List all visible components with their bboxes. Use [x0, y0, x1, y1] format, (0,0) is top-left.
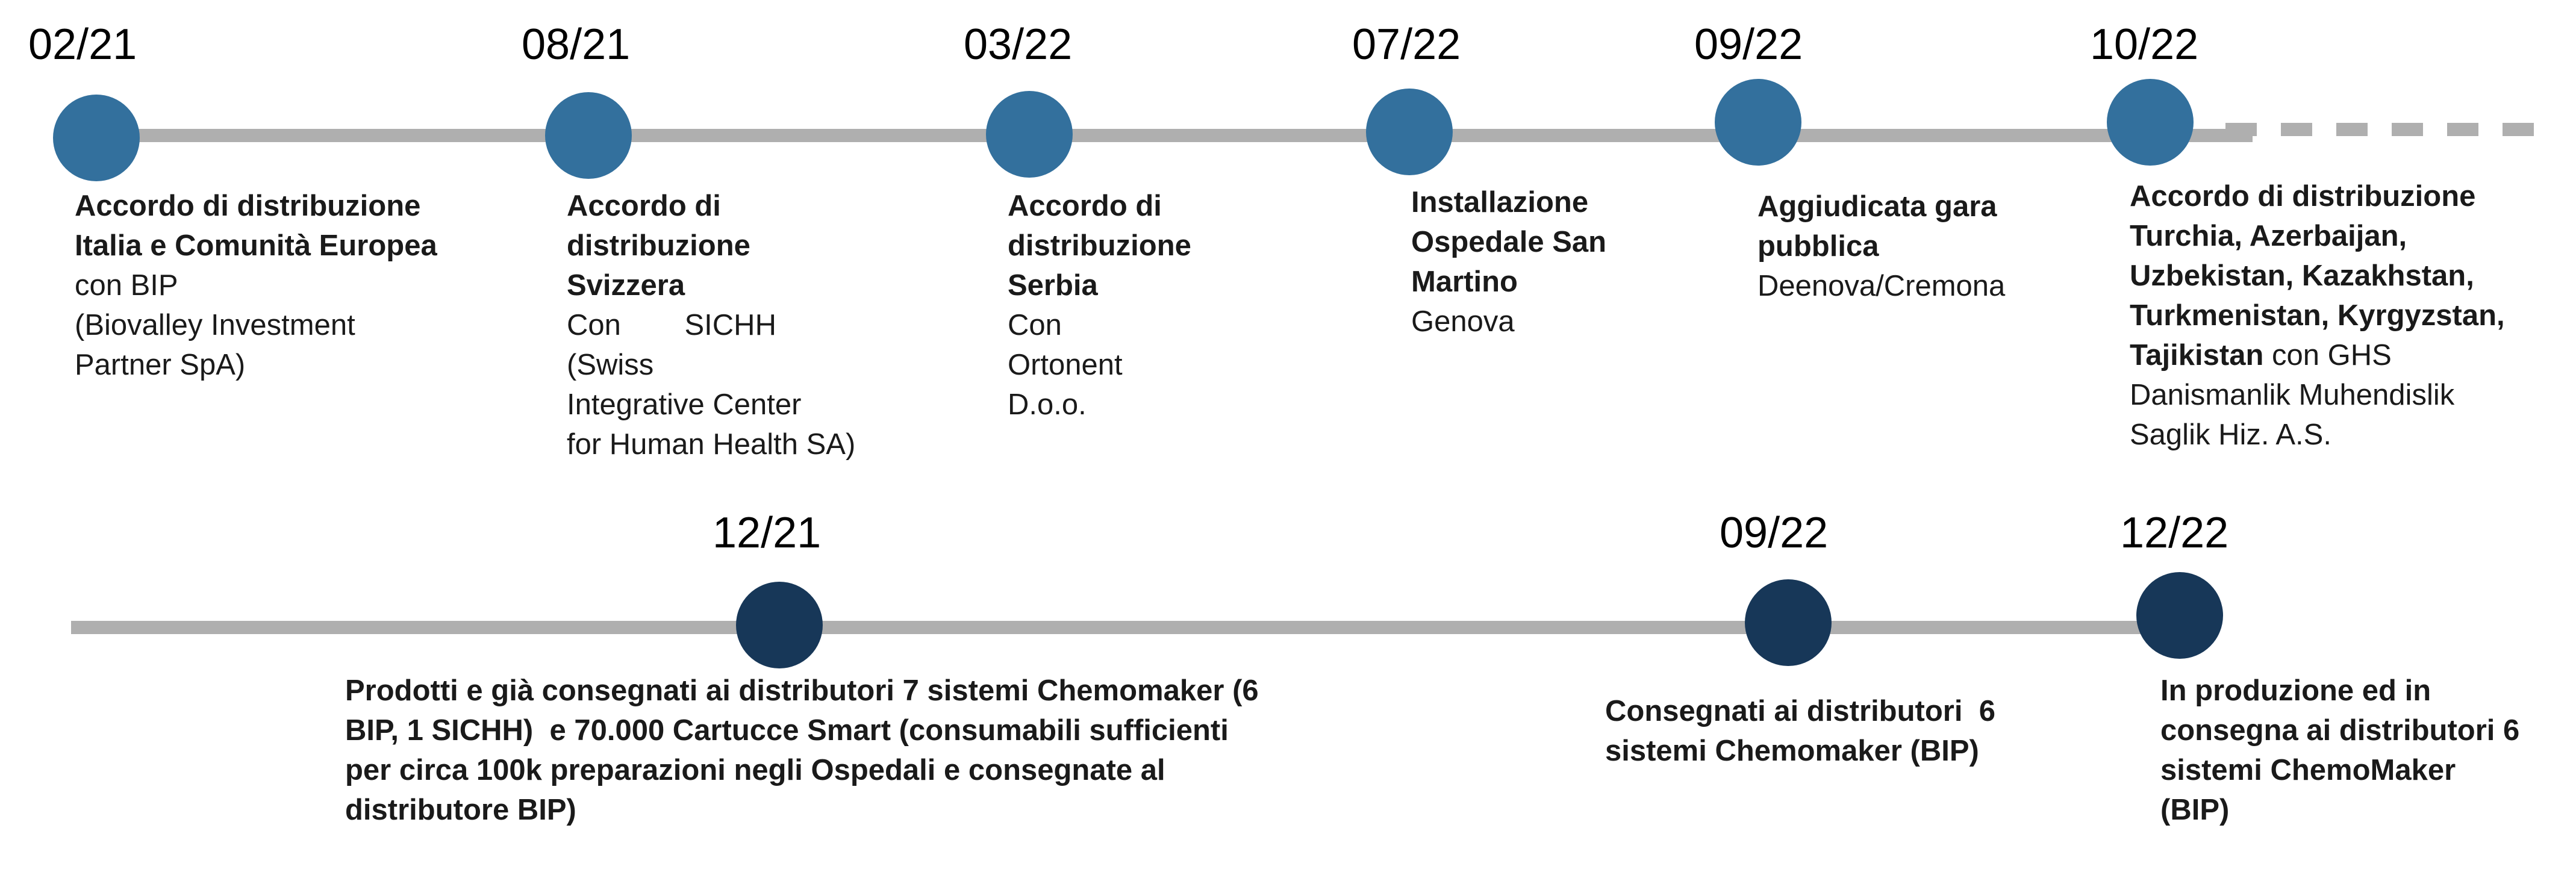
milestone-text: Partner SpA) [75, 349, 246, 381]
milestone-date: 03/22 [964, 20, 1073, 69]
milestone-title: Accordo di [567, 190, 721, 222]
milestone-title: distribuzione [567, 229, 750, 262]
timeline-top-dash [2447, 123, 2478, 136]
milestone-title: Consegnati ai distributori 6 [1605, 695, 1995, 727]
milestone-title: distribuzione [1008, 229, 1191, 262]
milestone-title: sistemi ChemoMaker [2160, 754, 2456, 786]
milestone-text: Deenova/Cremona [1757, 270, 2006, 302]
milestone-title: Serbia [1008, 269, 1098, 302]
milestone-date: 09/22 [1694, 20, 1803, 69]
milestone-title: Italia e Comunità Europea [75, 229, 437, 262]
milestone-title: pubblica [1757, 230, 1879, 263]
milestone-title-line: Tajikistan con GHS [2130, 335, 2551, 375]
milestone-title: Svizzera [567, 269, 685, 302]
milestone-description: Prodotti e già consegnati ai distributor… [345, 671, 1369, 830]
milestone-title: Turchia, Azerbaijan, [2130, 220, 2407, 252]
milestone-date: 12/22 [2120, 509, 2229, 557]
milestone-title: Turkmenistan, Kyrgyzstan, [2130, 299, 2505, 332]
milestone-title: per circa 100k preparazioni negli Ospeda… [345, 754, 1165, 786]
milestone-title: Martino [1411, 266, 1518, 298]
milestone-title: Accordo di [1008, 190, 1162, 222]
milestone-title: Tajikistan [2130, 339, 2264, 372]
timeline-top-dash [2225, 123, 2257, 136]
milestone-title: Accordo di distribuzione [2130, 180, 2476, 213]
milestone-title: (BIP) [2160, 794, 2230, 826]
milestone-marker [1745, 579, 1832, 666]
milestone-text: Integrative Center [567, 388, 802, 421]
timeline-top-dash [2392, 123, 2423, 136]
milestone-date: 09/22 [1720, 509, 1829, 557]
milestone-description: Installazione Ospedale San Martino Genov… [1411, 182, 1640, 341]
milestone-title: Uzbekistan, Kazakhstan, [2130, 260, 2474, 292]
milestone-description: Accordo di distribuzione Serbia Con Orto… [1008, 186, 1339, 425]
milestone-text: (Biovalley Investment [75, 309, 355, 341]
milestone-title: Accordo di distribuzione [75, 190, 421, 222]
milestone-date: 08/21 [522, 20, 631, 69]
milestone-marker [2136, 572, 2223, 659]
milestone-description: Consegnati ai distributori 6 sistemi Che… [1605, 691, 2063, 771]
timeline-top-dash [2336, 123, 2368, 136]
milestone-title: Ospedale San [1411, 226, 1607, 258]
milestone-description: In produzione ed in consegna ai distribu… [2160, 671, 2558, 830]
milestone-text: Danismanlik Muhendislik [2130, 379, 2455, 411]
milestone-description: Accordo di distribuzione Svizzera Con SI… [567, 186, 904, 464]
milestone-marker [1715, 79, 1801, 166]
milestone-title: sistemi Chemomaker (BIP) [1605, 735, 1979, 767]
milestone-marker [545, 92, 632, 179]
milestone-text: for Human Health SA) [567, 428, 856, 461]
timeline-top-dash [2281, 123, 2312, 136]
milestone-text: con GHS [2263, 339, 2392, 372]
milestone-marker [53, 95, 140, 181]
milestone-title: Prodotti e già consegnati ai distributor… [345, 674, 1259, 707]
milestone-text: Genova [1411, 305, 1515, 338]
milestone-title: Installazione [1411, 186, 1589, 219]
milestone-date: 02/21 [28, 20, 137, 69]
milestone-text: Con SICHH (Swiss [567, 309, 776, 381]
milestone-text: Con Ortonent [1008, 309, 1123, 381]
timeline-bottom-line [71, 621, 2163, 634]
milestone-title: In produzione ed in [2160, 674, 2431, 707]
milestone-title: consegna ai distributori 6 [2160, 714, 2520, 747]
milestone-title: Aggiudicata gara [1757, 190, 1997, 223]
milestone-title: BIP, 1 SICHH) e 70.000 Cartucce Smart (c… [345, 714, 1229, 747]
milestone-description: Accordo di distribuzione Italia e Comuni… [75, 186, 508, 385]
timeline-top-dash [2503, 123, 2534, 136]
milestone-title: distributore BIP) [345, 794, 576, 826]
milestone-date: 12/21 [713, 509, 822, 557]
milestone-text: con BIP [75, 269, 178, 302]
milestone-text: D.o.o. [1008, 388, 1087, 421]
milestone-marker [2107, 79, 2194, 166]
milestone-marker [986, 91, 1073, 178]
milestone-marker [736, 582, 823, 668]
milestone-text: Saglik Hiz. A.S. [2130, 419, 2331, 451]
milestone-marker [1366, 89, 1453, 175]
milestone-date: 10/22 [2090, 20, 2199, 69]
milestone-date: 07/22 [1352, 20, 1461, 69]
milestone-description: Accordo di distribuzione Turchia, Azerba… [2130, 176, 2551, 455]
timeline-top-line [93, 129, 2253, 142]
milestone-description: Aggiudicata gara pubblica Deenova/Cremon… [1757, 187, 2095, 306]
